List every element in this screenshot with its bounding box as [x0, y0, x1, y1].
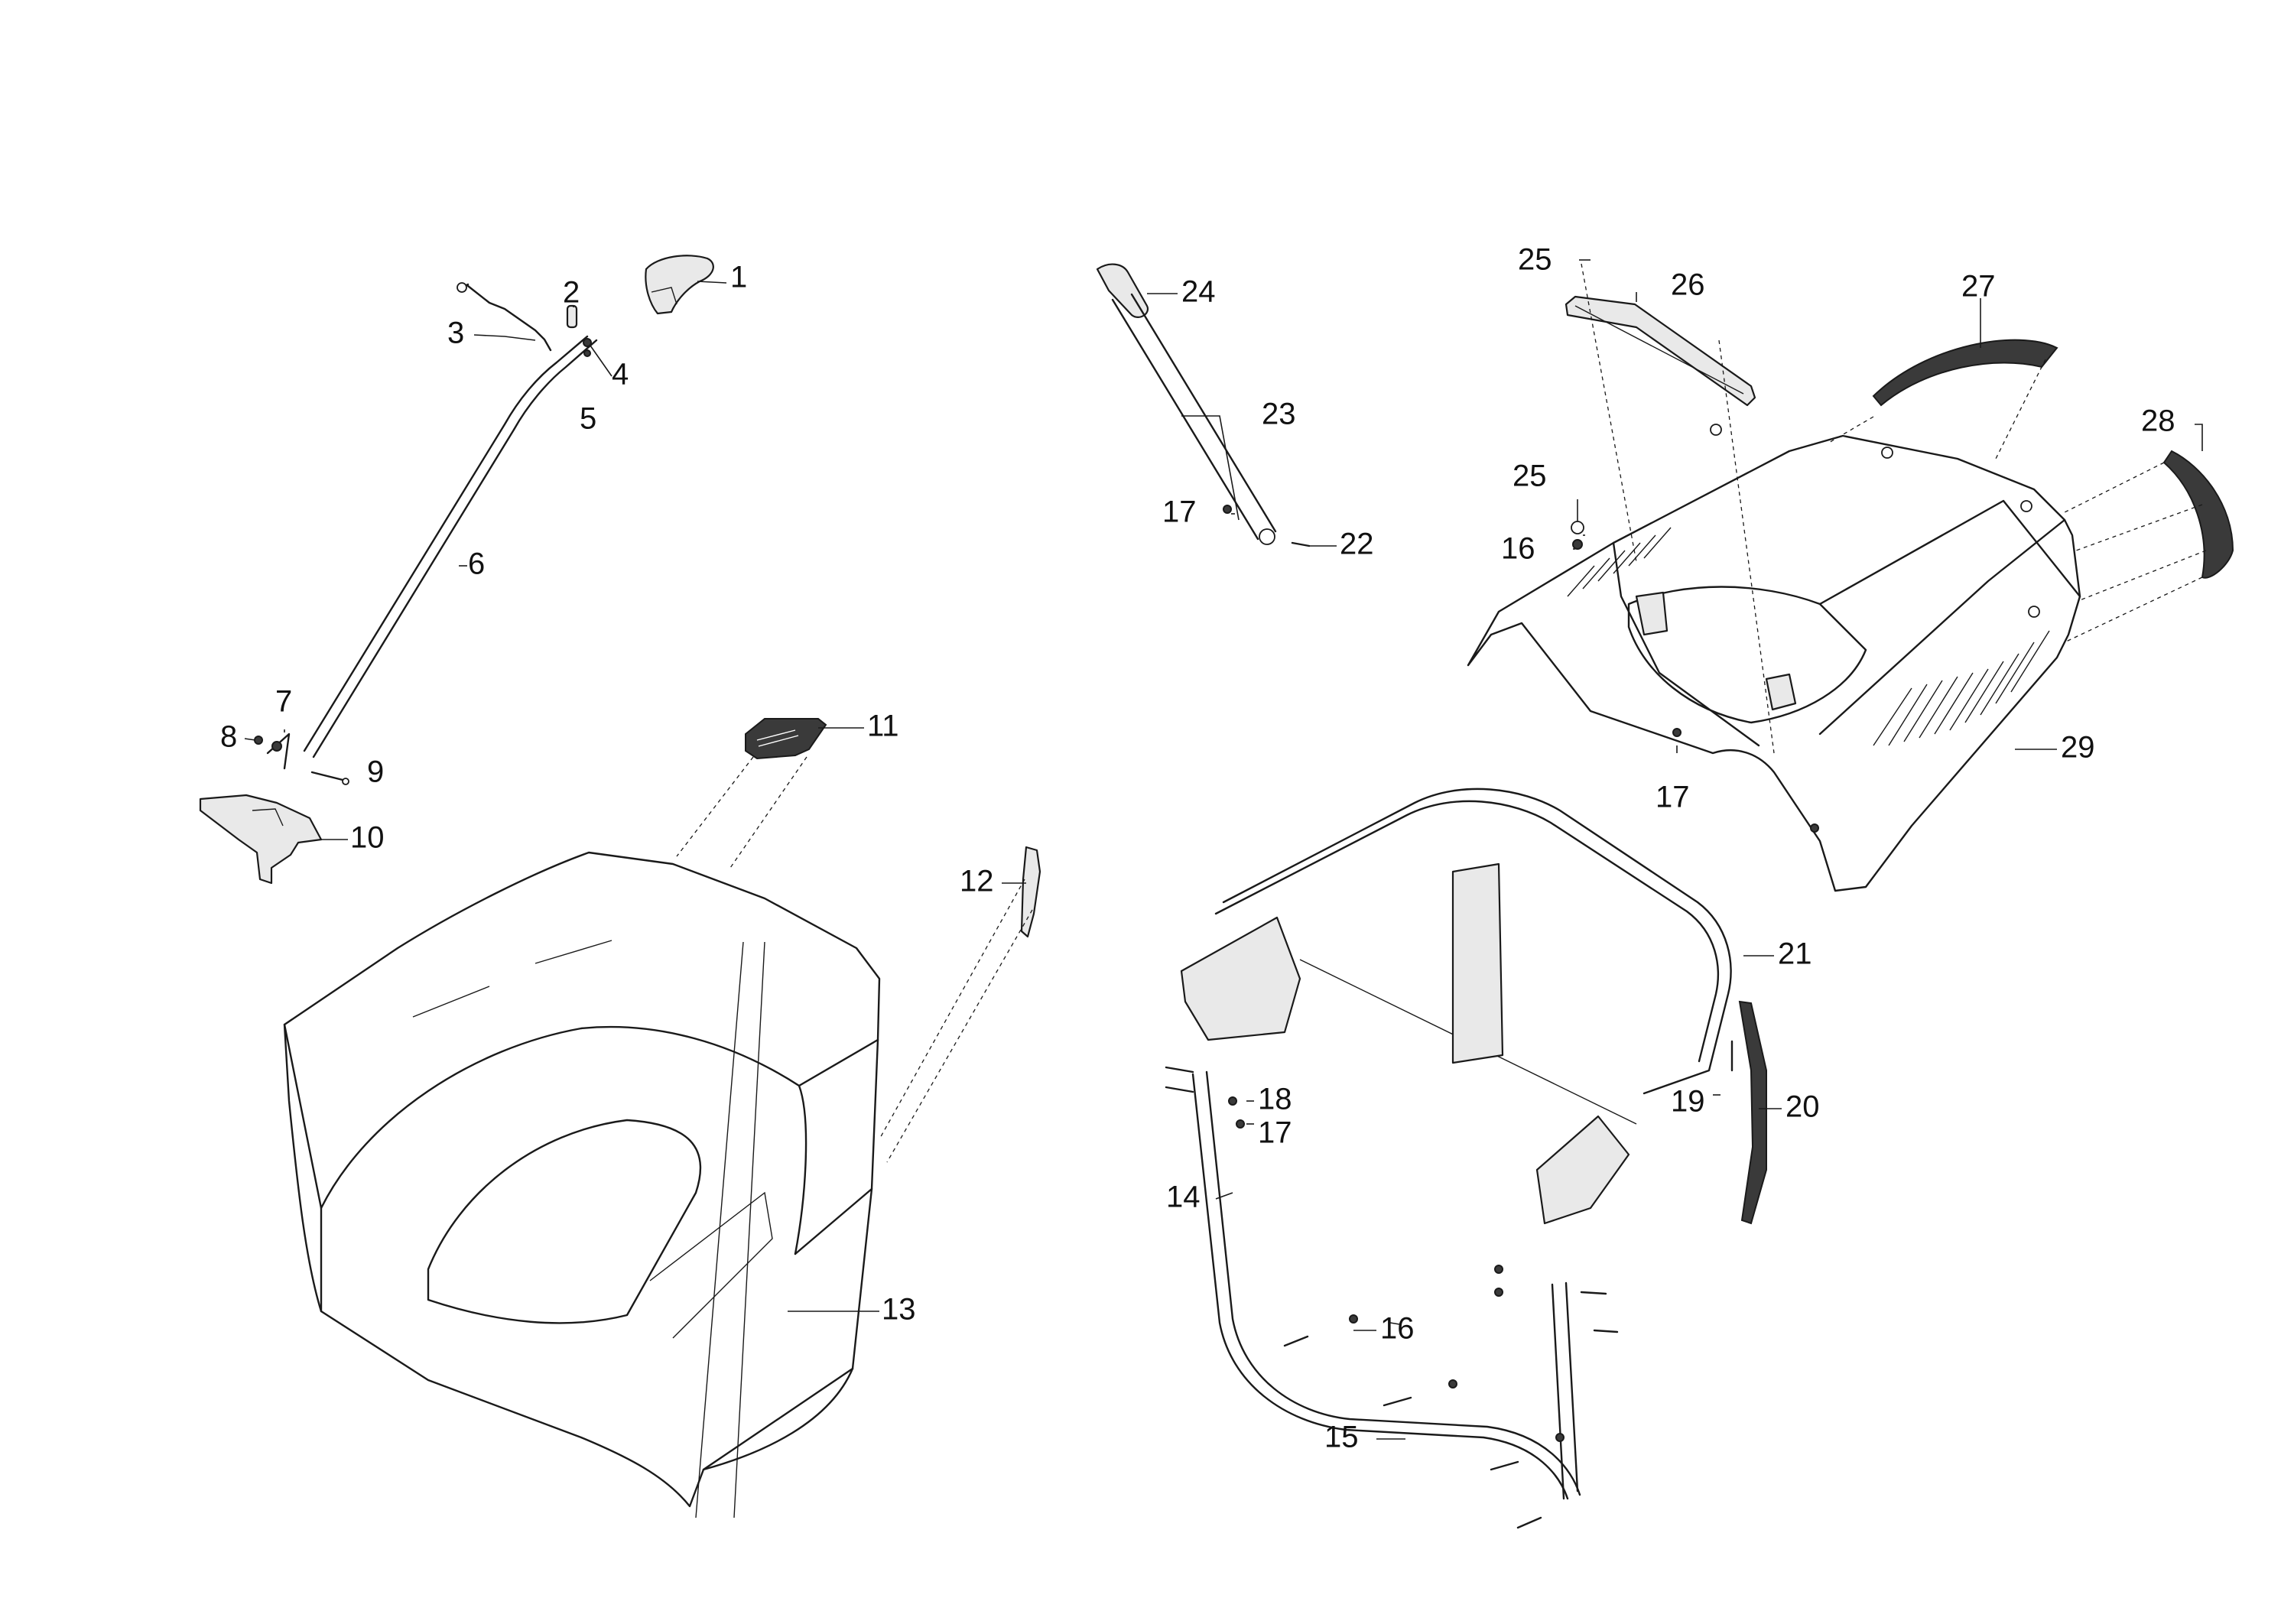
lever-bracket-part: [199, 794, 323, 885]
callout-20: 20: [1785, 1090, 1820, 1124]
callout-26: 26: [1671, 268, 1705, 302]
callout-13: 13: [882, 1293, 916, 1327]
hood-vents: [1567, 527, 2050, 746]
callout-19: 19: [1671, 1085, 1705, 1119]
callout-7: 7: [275, 685, 292, 719]
lever-grip-part: [645, 255, 714, 315]
nut-part: [583, 338, 592, 347]
frame-assembly: [1165, 788, 1767, 1529]
upper-frame-part: [1222, 788, 1732, 1095]
callout-2: 2: [563, 276, 580, 310]
frame-bolts: [1165, 1040, 1733, 1529]
grass-bag-assembly: [283, 718, 1041, 1518]
hood-screw: [1710, 424, 1722, 436]
callout-labels: 1 2 3 4 5 6 7 8 9 10 11 12 13 14 15 16 1…: [220, 243, 2175, 1454]
bag-clip-part: [1020, 846, 1041, 938]
callout-16a: 16: [1501, 532, 1535, 566]
callout-8: 8: [220, 720, 237, 754]
frame-bracket: [1451, 862, 1504, 1064]
clip-part: [566, 304, 578, 329]
pin-part: [310, 771, 344, 781]
pole-cap-part: [1096, 263, 1149, 318]
callout-17c: 17: [1258, 1116, 1292, 1150]
callout-25b: 25: [1513, 460, 1547, 493]
callout-17b: 17: [1656, 781, 1690, 814]
callout-12: 12: [960, 865, 994, 898]
washer-part: [254, 736, 263, 745]
callout-14: 14: [1166, 1181, 1201, 1214]
callout-3: 3: [447, 317, 464, 350]
callout-17a: 17: [1162, 495, 1197, 529]
pole-nut-part: [1223, 505, 1232, 514]
spring-part: [457, 283, 552, 352]
callout-24: 24: [1181, 275, 1216, 309]
rear-trim-part: [1872, 339, 2058, 407]
lower-frame-part: [1191, 1073, 1569, 1500]
callout-22: 22: [1340, 528, 1374, 561]
callout-11: 11: [867, 710, 899, 743]
callout-15: 15: [1324, 1421, 1359, 1454]
hood-assembly: [1467, 263, 2234, 892]
side-trim-part: [2162, 450, 2234, 579]
callout-6: 6: [468, 547, 485, 581]
callout-18: 18: [1258, 1083, 1292, 1116]
screw-part: [583, 349, 591, 357]
pole-assembly: [1096, 263, 1311, 547]
callout-27: 27: [1961, 270, 1996, 304]
callout-5: 5: [580, 402, 596, 436]
callout-25a: 25: [1518, 243, 1552, 277]
callout-16b: 16: [1380, 1312, 1415, 1346]
callout-9: 9: [367, 755, 384, 789]
cover-trim-part: [1565, 295, 1756, 407]
pole-part: [1111, 298, 1259, 541]
callout-10: 10: [350, 821, 385, 855]
leader-lines: [244, 259, 2203, 1440]
callout-28: 28: [2141, 404, 2175, 438]
grass-bag-part: [283, 851, 881, 1508]
lever-assembly: [199, 255, 714, 885]
callout-1: 1: [730, 261, 747, 294]
callout-4: 4: [612, 358, 629, 391]
callout-21: 21: [1778, 937, 1812, 971]
hood-part: [1467, 434, 2081, 892]
callout-29: 29: [2061, 731, 2095, 765]
lever-rod-part: [312, 339, 598, 758]
side-plate-part: [1738, 1000, 1767, 1225]
callout-23: 23: [1262, 398, 1296, 431]
pole-bolt-part: [1291, 541, 1311, 547]
